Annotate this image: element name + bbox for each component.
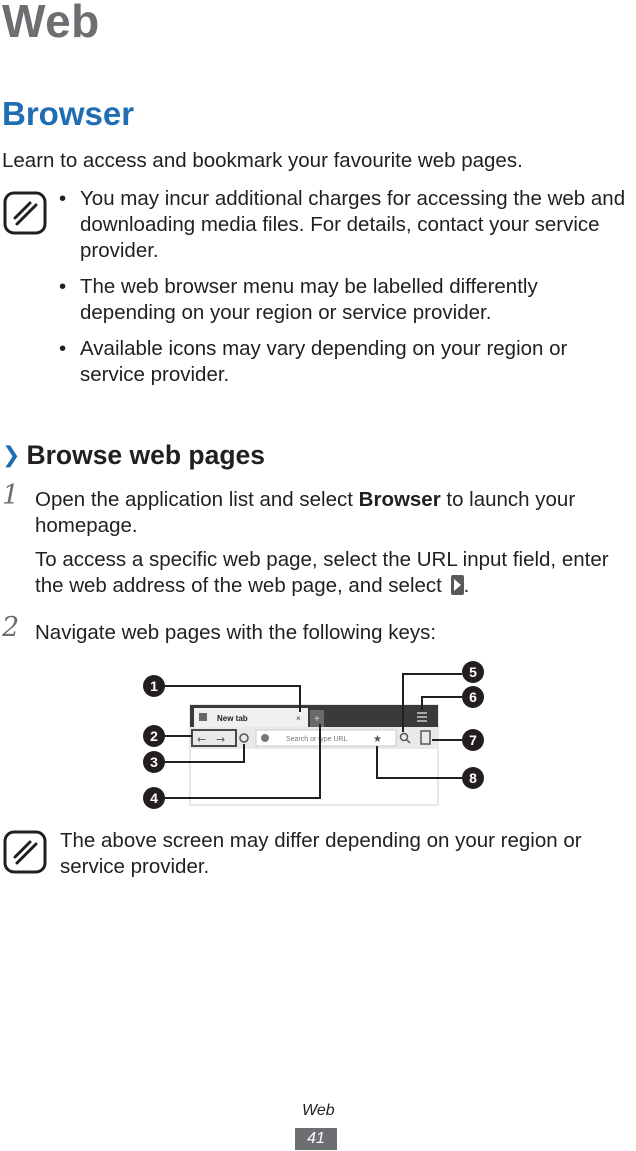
svg-text:3: 3 <box>150 754 158 770</box>
nav-buttons-highlight <box>191 729 237 747</box>
forward-icon: → <box>216 733 225 746</box>
search-icon <box>399 732 411 744</box>
tab-label: New tab <box>217 714 248 723</box>
note-bullet: •You may incur additional charges for ac… <box>59 187 626 262</box>
callout-1: 1 <box>143 675 165 697</box>
url-field <box>255 729 397 747</box>
note-icon <box>3 830 47 874</box>
step-text: Navigate web pages with the following ke… <box>35 621 437 644</box>
note-bullet: •Available icons may vary depending on y… <box>59 337 568 386</box>
note-bullet-list: •You may incur additional charges for ac… <box>57 186 636 398</box>
go-icon <box>450 575 464 595</box>
bookmarks-icon <box>420 730 431 745</box>
callout-4: 4 <box>143 787 165 809</box>
plus-icon: + <box>314 714 320 725</box>
callout-8: 8 <box>462 767 484 789</box>
step-text: Open the application list and select Bro… <box>35 488 576 537</box>
tab <box>194 708 308 727</box>
svg-text:4: 4 <box>150 790 158 806</box>
svg-text:2: 2 <box>150 728 158 744</box>
subsection-title: ❯Browse web pages <box>2 440 266 470</box>
svg-text:7: 7 <box>469 732 477 748</box>
tab-favicon-icon <box>199 713 207 721</box>
close-tab-icon: × <box>296 714 301 723</box>
chapter-title: Web <box>2 0 100 47</box>
svg-text:6: 6 <box>469 689 477 705</box>
note-bullet: •The web browser menu may be labelled di… <box>59 275 538 324</box>
star-icon: ★ <box>373 734 382 745</box>
callout-leaders <box>162 673 462 799</box>
step-subtext: To access a specific web page, select th… <box>35 548 609 597</box>
refresh-icon <box>239 733 249 743</box>
browser-screenshot: New tab × + ← → Search or type URL ★ 1 2… <box>143 661 484 809</box>
footer-label: Web <box>302 1102 335 1119</box>
note-icon <box>3 191 47 235</box>
callout-6: 6 <box>462 686 484 708</box>
callout-3: 3 <box>143 751 165 773</box>
back-icon: ← <box>197 733 206 746</box>
globe-icon <box>261 734 269 742</box>
svg-text:8: 8 <box>469 770 477 786</box>
step-number: 1 <box>2 480 20 511</box>
step-number: 2 <box>2 612 20 643</box>
page-number: 41 <box>295 1128 337 1150</box>
chevron-right-icon: ❯ <box>2 442 21 467</box>
new-tab-button <box>310 710 324 727</box>
svg-text:5: 5 <box>469 664 477 680</box>
callout-5: 5 <box>462 661 484 683</box>
bottom-note: The above screen may differ depending on… <box>60 829 582 878</box>
menu-icon <box>417 712 427 722</box>
svg-text:1: 1 <box>150 678 158 694</box>
url-placeholder: Search or type URL <box>286 736 348 743</box>
callout-2: 2 <box>143 725 165 747</box>
callout-7: 7 <box>462 729 484 751</box>
intro-text: Learn to access and bookmark your favour… <box>2 149 523 172</box>
section-title: Browser <box>2 95 135 132</box>
